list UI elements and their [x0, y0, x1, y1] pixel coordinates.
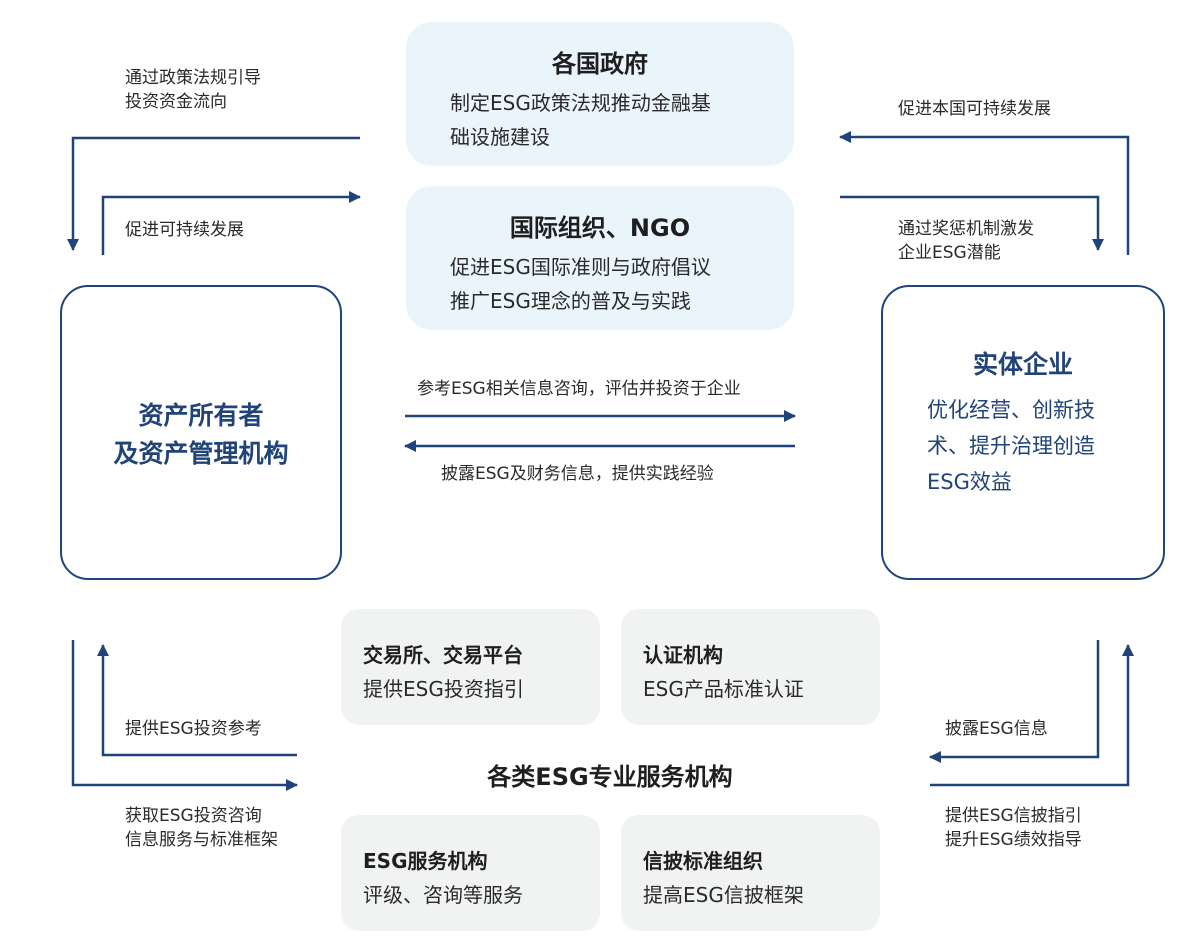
arrow-enterprise-to-services [929, 640, 1100, 763]
arrow-investors-to-services [71, 640, 298, 791]
arrow-gov-to-enterprise [840, 195, 1104, 251]
government-title: 各国政府 [552, 50, 648, 78]
service-title: 信披标准组织 [643, 849, 763, 873]
label-investors-to-enterprise: 参考ESG相关信息咨询，评估并投资于企业 [417, 379, 741, 399]
ngo-desc: 促进ESG国际准则与政府倡议 推广ESG理念的普及与实践 [450, 250, 774, 318]
government-desc: 制定ESG政策法规推动金融基 础设施建设 [450, 86, 774, 154]
ngo-title: 国际组织、NGO [509, 214, 691, 242]
label-line: 企业ESG潜能 [898, 243, 1001, 263]
label-enterprise-to-services: 披露ESG信息 [945, 719, 1048, 739]
label-line: 提升ESG绩效指导 [945, 830, 1082, 850]
service-title: 交易所、交易平台 [363, 643, 523, 667]
service-box-esg-service: ESG服务机构 评级、咨询等服务 [341, 815, 600, 931]
service-box-exchange: 交易所、交易平台 提供ESG投资指引 [341, 609, 600, 725]
service-box-certification: 认证机构 ESG产品标准认证 [621, 609, 880, 725]
label-line: 通过奖惩机制激发 [898, 219, 1034, 239]
government-box: 各国政府 制定ESG政策法规推动金融基 础设施建设 [406, 22, 794, 166]
service-title: 认证机构 [643, 643, 723, 667]
label-line: 投资资金流向 [125, 92, 227, 112]
arrow-gov-to-investors [67, 136, 360, 251]
enterprise-node: 实体企业 优化经营、创新技 术、提升治理创造 ESG效益 [881, 285, 1165, 580]
label-investors-to-services: 获取ESG投资咨询 信息服务与标准框架 [125, 804, 278, 852]
label-gov-to-investors: 通过政策法规引导 投资资金流向 [125, 66, 261, 114]
label-line: 通过政策法规引导 [125, 68, 261, 88]
label-line: 信息服务与标准框架 [125, 830, 278, 850]
enterprise-desc-line: 术、提升治理创造 [927, 434, 1095, 458]
ngo-desc-line: 推广ESG理念的普及与实践 [450, 289, 691, 313]
asset-owners-node: 资产所有者 及资产管理机构 [60, 285, 342, 580]
label-investors-to-ngo: 促进可持续发展 [125, 220, 244, 240]
arrow-services-to-investors [97, 644, 297, 757]
service-desc: 提供ESG投资指引 [363, 677, 524, 701]
service-desc: ESG产品标准认证 [643, 677, 804, 701]
service-center-title: 各类ESG专业服务机构 [487, 763, 733, 791]
government-desc-line: 础设施建设 [450, 125, 550, 149]
enterprise-desc-line: ESG效益 [927, 470, 1012, 494]
asset-owners-title-line: 资产所有者 [138, 401, 264, 430]
label-line: 获取ESG投资咨询 [125, 806, 262, 826]
service-desc: 提高ESG信披框架 [643, 883, 804, 907]
enterprise-desc-line: 优化经营、创新技 [927, 398, 1095, 422]
label-gov-to-enterprise: 通过奖惩机制激发 企业ESG潜能 [898, 217, 1034, 265]
ngo-box: 国际组织、NGO 促进ESG国际准则与政府倡议 推广ESG理念的普及与实践 [406, 186, 794, 330]
arrow-investors-to-ngo [101, 191, 361, 255]
asset-owners-title-line: 及资产管理机构 [113, 439, 289, 468]
service-box-disclosure-standard: 信披标准组织 提高ESG信披框架 [621, 815, 880, 931]
government-desc-line: 制定ESG政策法规推动金融基 [450, 91, 711, 115]
label-services-to-investors: 提供ESG投资参考 [125, 719, 262, 739]
ngo-desc-line: 促进ESG国际准则与政府倡议 [450, 255, 711, 279]
asset-owners-title: 资产所有者 及资产管理机构 [62, 397, 340, 473]
arrow-enterprise-to-gov [839, 131, 1130, 255]
service-desc: 评级、咨询等服务 [363, 883, 523, 907]
arrow-services-to-enterprise [930, 644, 1134, 787]
label-line: 提供ESG信披指引 [945, 806, 1082, 826]
enterprise-desc: 优化经营、创新技 术、提升治理创造 ESG效益 [927, 392, 1143, 500]
enterprise-title: 实体企业 [972, 350, 1073, 379]
label-enterprise-to-investors: 披露ESG及财务信息，提供实践经验 [441, 464, 714, 484]
label-enterprise-to-gov: 促进本国可持续发展 [898, 99, 1051, 119]
service-title: ESG服务机构 [363, 849, 488, 873]
label-services-to-enterprise: 提供ESG信披指引 提升ESG绩效指导 [945, 804, 1082, 852]
